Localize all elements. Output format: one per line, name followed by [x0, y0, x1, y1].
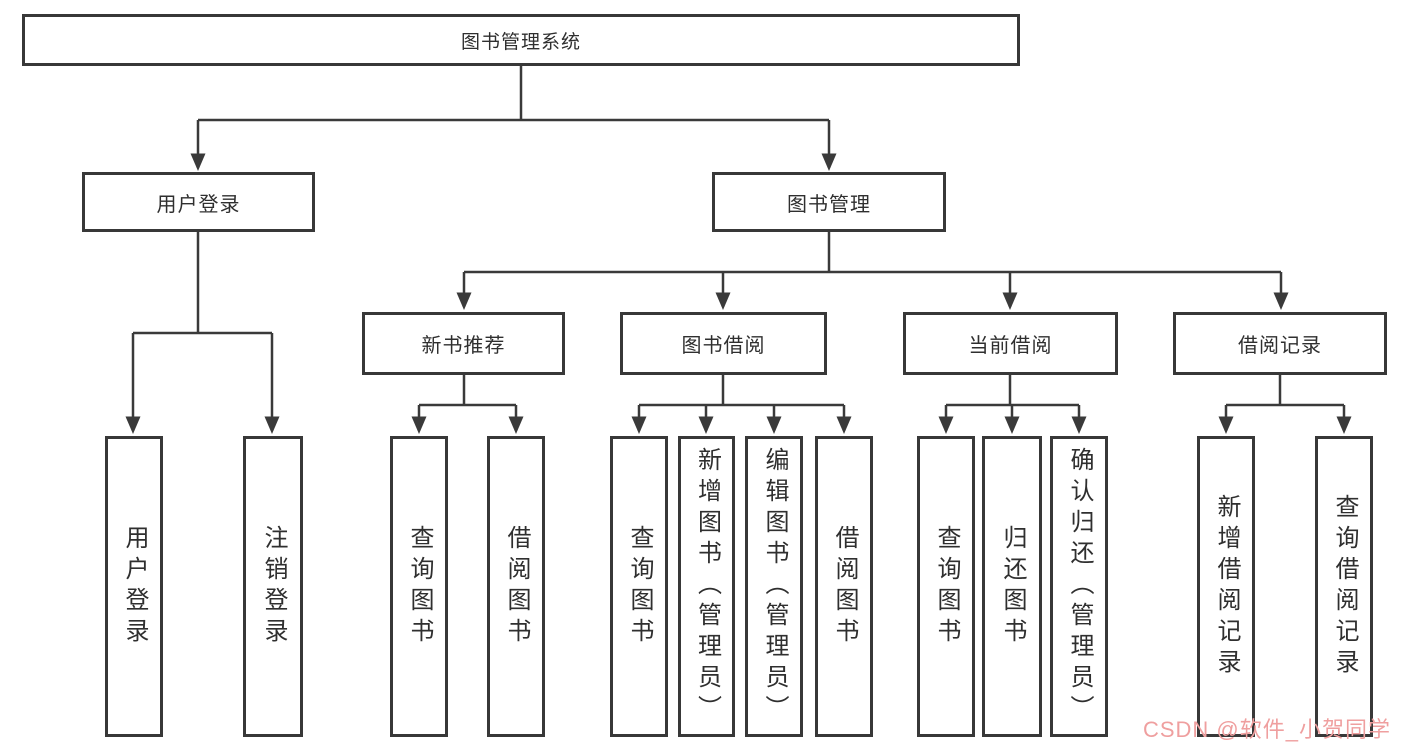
node-label: 借阅图书 — [831, 524, 858, 649]
leaf-query-books: 查询图书 — [610, 436, 668, 737]
leaf-confirm-return-admin: 确认归还（管理员） — [1050, 436, 1108, 737]
node-label: 用户登录 — [121, 524, 148, 649]
node-label: 查询图书 — [626, 524, 653, 649]
leaf-query-borrow-record: 查询借阅记录 — [1315, 436, 1373, 737]
node-label: 新增借阅记录 — [1213, 493, 1240, 680]
node-label: 图书管理系统 — [460, 31, 581, 53]
branch-user-login: 用户登录 — [82, 172, 315, 232]
node-label: 注销登录 — [260, 524, 287, 649]
node-label: 借阅记录 — [1238, 335, 1322, 357]
connector-root-to-level2 — [198, 66, 829, 122]
node-new-book-recommend: 新书推荐 — [362, 312, 565, 375]
leaf-query-books: 查询图书 — [917, 436, 975, 737]
leaf-query-books: 查询图书 — [390, 436, 448, 737]
connector-book-borrow — [639, 375, 844, 407]
leaf-edit-book-admin: 编辑图书（管理员） — [745, 436, 803, 737]
leaf-add-borrow-record: 新增借阅记录 — [1197, 436, 1255, 737]
node-label: 确认归还（管理员） — [1066, 447, 1093, 726]
node-label: 用户登录 — [156, 193, 241, 216]
node-label: 查询图书 — [406, 524, 433, 649]
connector-new-book — [419, 375, 516, 407]
node-label: 新书推荐 — [421, 335, 506, 357]
node-label: 图书管理 — [787, 193, 871, 216]
csdn-watermark: CSDN @软件_小贺同学 — [1142, 717, 1391, 742]
node-book-borrow: 图书借阅 — [620, 312, 827, 375]
node-label: 当前借阅 — [968, 335, 1053, 357]
connector-borrow-records — [1226, 375, 1344, 407]
connector-user-login — [133, 232, 272, 335]
node-current-borrow: 当前借阅 — [903, 312, 1118, 375]
connector-current-borrow — [946, 375, 1079, 407]
node-label: 归还图书 — [999, 524, 1026, 649]
leaf-return-books: 归还图书 — [982, 436, 1042, 737]
leaf-logout: 注销登录 — [243, 436, 303, 737]
leaf-borrow-books: 借阅图书 — [815, 436, 873, 737]
node-label: 图书借阅 — [681, 335, 766, 357]
node-label: 借阅图书 — [503, 524, 530, 649]
branch-book-management: 图书管理 — [712, 172, 946, 232]
node-borrow-records: 借阅记录 — [1173, 312, 1387, 375]
node-label: 编辑图书（管理员） — [761, 447, 788, 726]
node-library-management-system: 图书管理系统 — [22, 14, 1020, 66]
node-label: 新增图书（管理员） — [693, 447, 721, 726]
leaf-user-login: 用户登录 — [105, 436, 163, 737]
node-label: 查询图书 — [933, 524, 960, 649]
leaf-add-book-admin: 新增图书（管理员） — [678, 436, 735, 737]
leaf-borrow-books: 借阅图书 — [487, 436, 545, 737]
connector-book-management — [464, 232, 1281, 274]
node-label: 查询借阅记录 — [1331, 493, 1358, 680]
